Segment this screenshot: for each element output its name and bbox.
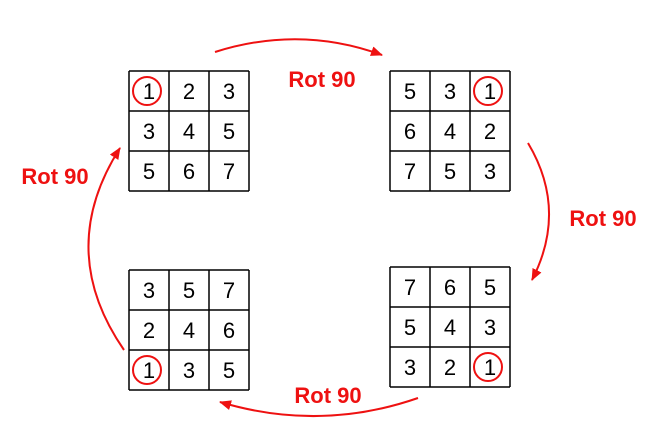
grid-cell: 5 [444,159,456,184]
grid-cell: 3 [484,159,496,184]
grid-cell: 3 [223,79,235,104]
rot-label-top: Rot 90 [288,67,355,92]
rot-label-right: Rot 90 [569,206,636,231]
grid-cell: 2 [484,119,496,144]
arrow-left [87,147,125,351]
grid-cell: 4 [183,119,195,144]
grid-cell: 3 [143,278,155,303]
grid-cell: 5 [143,159,155,184]
grid-bottom-left: 3 5 7 2 4 6 1 3 5 [128,269,250,391]
grid-cell: 3 [183,358,195,383]
grid-cell: 5 [223,358,235,383]
grid-cell: 3 [404,355,416,380]
grid-top-right: 5 3 1 6 4 2 7 5 3 [389,70,511,192]
grid-cell: 6 [183,159,195,184]
grid-cell: 5 [404,315,416,340]
grid-cell: 6 [404,119,416,144]
grid-bottom-right: 7 6 5 5 4 3 3 2 1 [389,266,511,388]
highlight-circle [473,352,503,382]
grid-cell: 1 [484,79,496,104]
grid-cell: 7 [223,278,235,303]
highlight-circle [473,76,503,106]
grid-cell: 3 [444,79,456,104]
grid-cell: 7 [404,159,416,184]
grid-cell: 5 [183,278,195,303]
grid-cell: 2 [444,355,456,380]
highlight-circle [132,76,162,106]
rot-label-left: Rot 90 [21,164,88,189]
grid-cell: 3 [484,315,496,340]
grid-cell: 2 [143,318,155,343]
grids: 1 2 3 3 4 5 5 6 7 5 3 1 6 4 2 7 5 3 7 6 5 5 4 3 3 2 1 3 5 7 2 4 6 1 3 5 [128,70,511,391]
grid-cell: 5 [223,119,235,144]
highlight-circle [132,355,162,385]
grid-cell: 7 [404,275,416,300]
grid-cell: 4 [444,315,456,340]
grid-cell: 1 [484,355,496,380]
grid-top-left: 1 2 3 3 4 5 5 6 7 [128,70,250,192]
arrow-bottom [219,397,419,418]
grid-cell: 7 [223,159,235,184]
grid-cell: 5 [404,79,416,104]
grid-cell: 1 [143,358,155,383]
grid-cell: 1 [143,79,155,104]
grid-cell: 4 [444,119,456,144]
grid-cell: 5 [484,275,496,300]
rot-label-bottom: Rot 90 [294,383,361,408]
grid-cell: 4 [183,318,195,343]
grid-cell: 6 [223,318,235,343]
grid-cell: 6 [444,275,456,300]
arrow-top [214,38,383,56]
arrow-right [527,142,551,281]
grid-cell: 2 [183,79,195,104]
grid-cell: 3 [143,119,155,144]
